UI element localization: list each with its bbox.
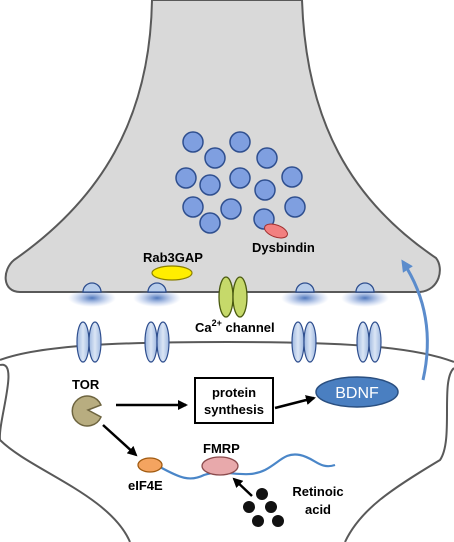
presynaptic-terminal — [4, 0, 441, 293]
vesicle-icon — [229, 131, 251, 153]
arrow-retinoic-to-fmrp — [232, 477, 253, 497]
eif4e-protein — [137, 457, 163, 473]
vesicle-icon — [281, 166, 303, 188]
vesicle-icon — [182, 196, 204, 218]
dysbindin-label: Dysbindin — [252, 240, 315, 255]
arrow-bdnf-retrograde — [401, 259, 429, 381]
vesicle-icon — [199, 174, 221, 196]
calcium-channel-icon — [218, 276, 248, 318]
vesicle-icon — [175, 167, 197, 189]
vesicle-icon — [256, 147, 278, 169]
synaptic-vesicles — [175, 131, 306, 234]
postsynaptic-dendrite-left — [0, 363, 131, 542]
vesicle-icon — [199, 212, 221, 234]
postsynaptic-dendrite-right — [344, 367, 454, 542]
calcium-channel-label: Ca2+ channel — [195, 318, 275, 335]
release-site — [133, 282, 181, 307]
receptor-channel-icon — [291, 321, 317, 363]
postsynaptic-receptors — [76, 321, 382, 363]
release-site — [281, 282, 329, 307]
fmrp-protein — [201, 456, 239, 476]
arrow-tor-to-eif4e — [102, 424, 138, 457]
arrow-synthesis-to-bdnf — [274, 395, 316, 410]
vesicle-icon — [254, 179, 276, 201]
protein-synthesis-line1: protein — [212, 385, 256, 400]
retinoic-acid-line1: Retinoic — [292, 484, 343, 499]
release-site — [68, 282, 116, 307]
eif4e-label: eIF4E — [128, 478, 163, 493]
vesicle-icon — [220, 198, 242, 220]
vesicle-icon — [284, 196, 306, 218]
release-site — [341, 282, 389, 307]
vesicle-icon — [229, 167, 251, 189]
tor-pacman-icon — [71, 395, 103, 427]
bdnf-label: BDNF — [335, 385, 379, 402]
tor-label: TOR — [72, 377, 100, 392]
vesicle-icon — [182, 131, 204, 153]
protein-synthesis-box — [194, 377, 274, 424]
vesicle-icon — [204, 147, 226, 169]
dysbindin-protein — [264, 223, 288, 239]
bdnf-oval — [315, 376, 399, 408]
release-sites — [68, 282, 389, 307]
protein-synthesis-line2: synthesis — [204, 402, 264, 417]
receptor-channel-icon — [356, 321, 382, 363]
rab3gap-label: Rab3GAP — [143, 250, 203, 265]
retinoic-acid-dots-icon — [243, 488, 284, 527]
rab3gap-protein — [151, 265, 193, 281]
postsynaptic-membrane — [0, 340, 454, 363]
retinoic-acid-line2: acid — [305, 502, 331, 517]
fmrp-label: FMRP — [203, 441, 240, 456]
receptor-channel-icon — [76, 321, 102, 363]
mrna-strand — [159, 453, 336, 480]
receptor-channel-icon — [144, 321, 170, 363]
